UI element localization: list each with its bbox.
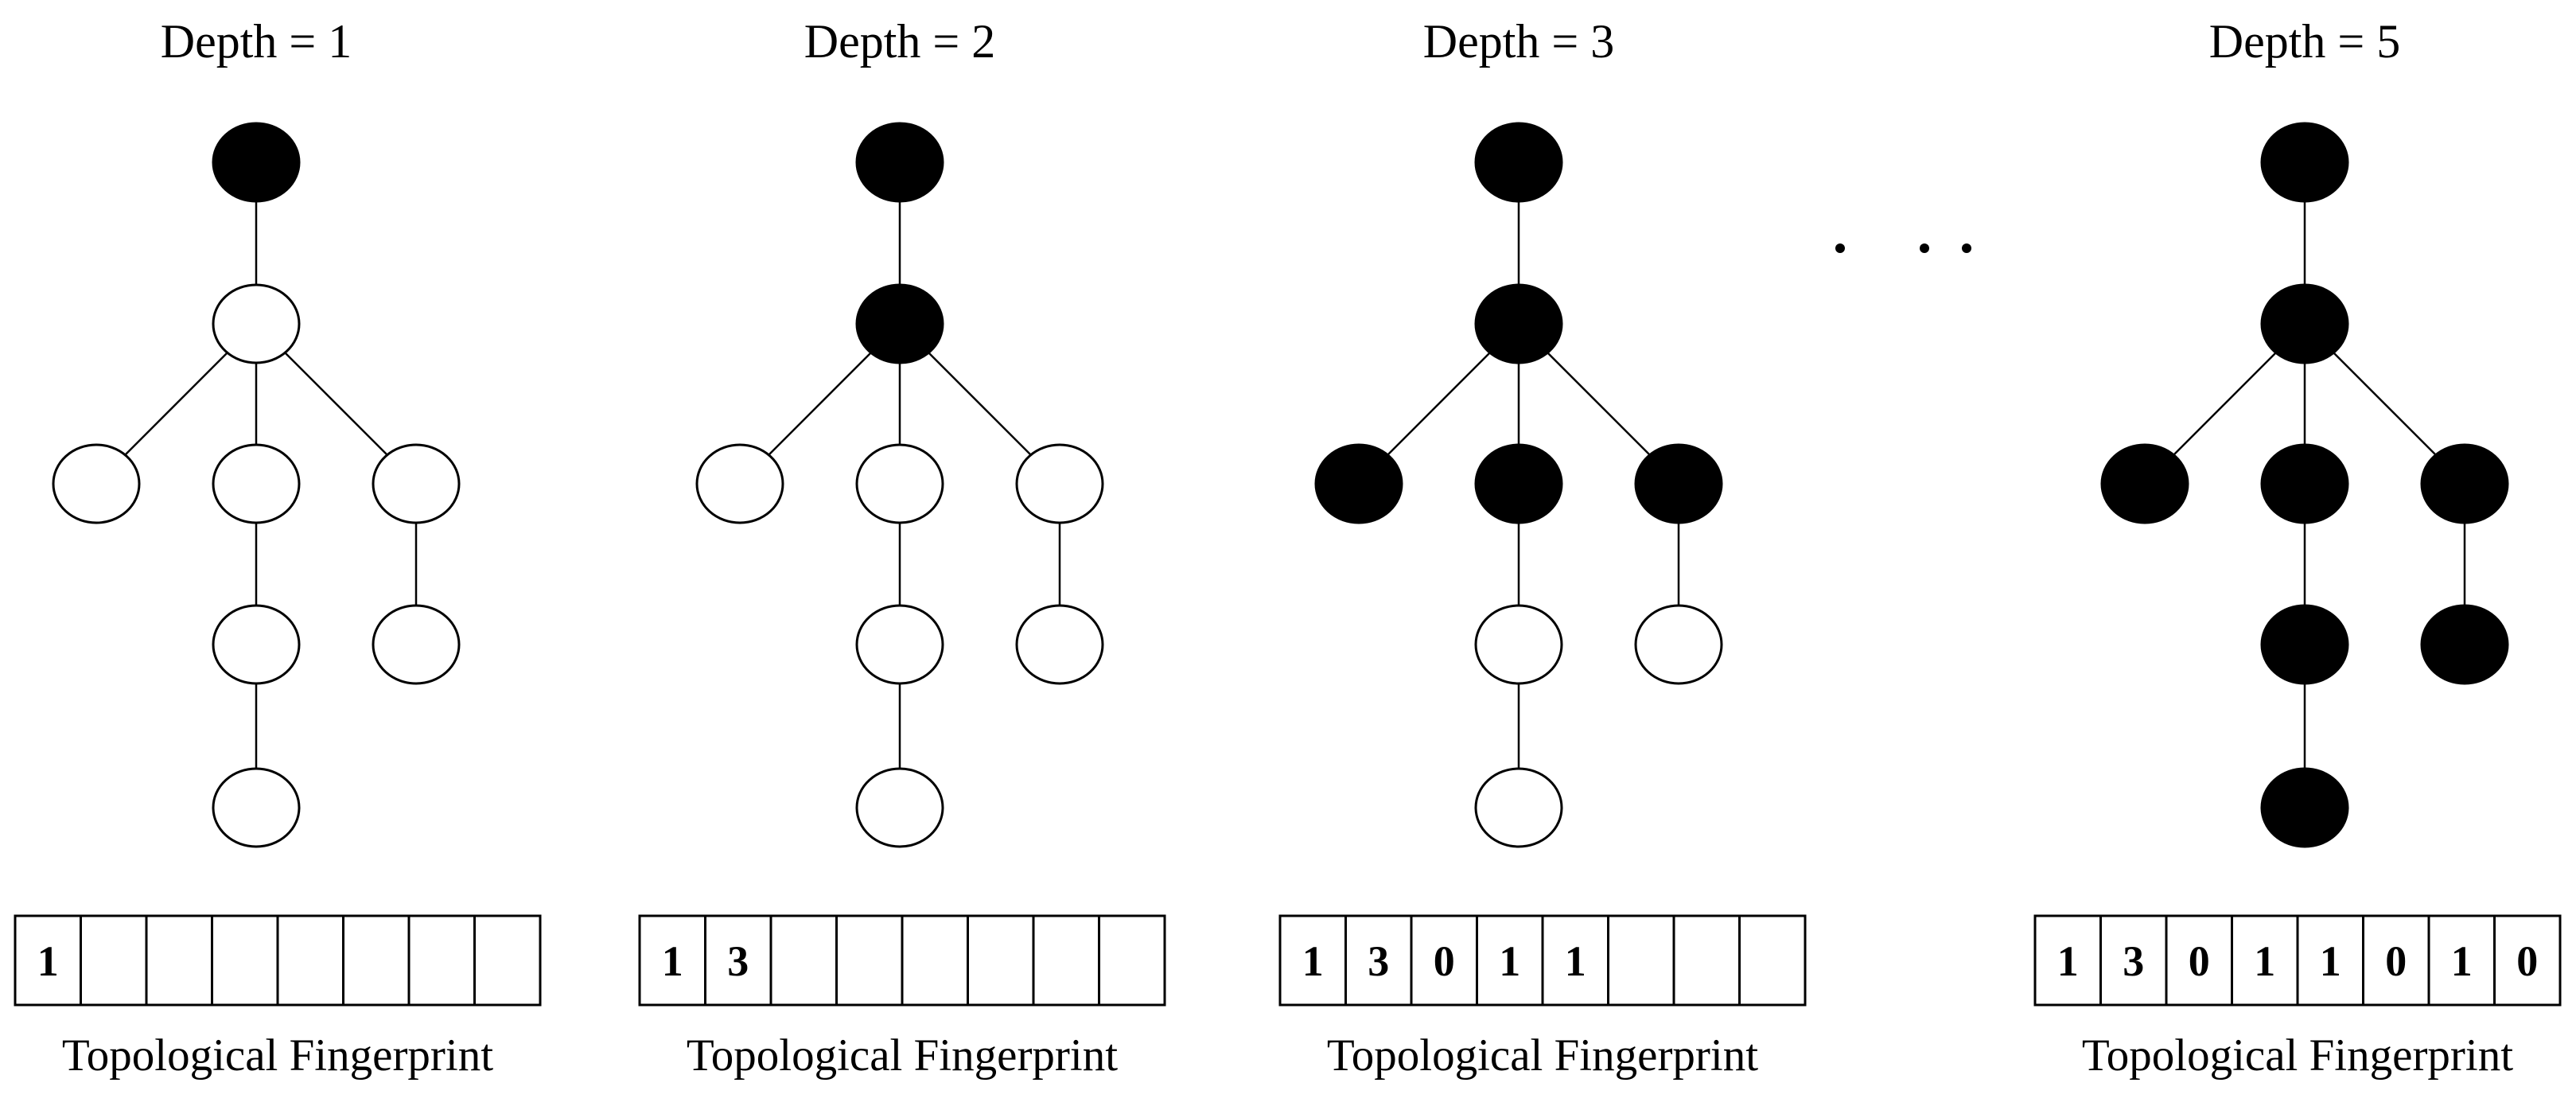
panel-title: Depth = 3	[1423, 15, 1614, 68]
fingerprint-label: Topological Fingerprint	[62, 1030, 493, 1081]
fingerprint-cell	[1032, 914, 1100, 1007]
fingerprint-cell-value: 1	[2057, 937, 2079, 985]
tree-node-filled	[2420, 604, 2509, 685]
fingerprint-cell-value: 1	[37, 937, 59, 985]
tree-node-filled	[2260, 443, 2349, 524]
tree-node-filled	[1474, 283, 1563, 364]
fingerprint-cell	[835, 914, 904, 1007]
fingerprint-cell	[2427, 914, 2496, 1007]
fingerprint-cell-value: 0	[2385, 937, 2407, 985]
fingerprint-cell	[407, 914, 476, 1007]
tree-node-filled	[212, 122, 301, 203]
fingerprint-array: 1	[14, 914, 542, 1007]
tree-node-empty	[855, 443, 944, 524]
fingerprint-cell	[342, 914, 411, 1007]
tree-node-empty	[212, 767, 301, 848]
tree-node-empty	[212, 443, 301, 524]
fingerprint-cell-value: 1	[1565, 937, 1586, 985]
tree-node-filled	[2260, 283, 2349, 364]
tree-node-empty	[372, 443, 461, 524]
tree-node-empty	[1474, 604, 1563, 685]
tree-node-empty	[1474, 767, 1563, 848]
tree-node-empty	[212, 283, 301, 364]
fingerprint-cell-value: 0	[1434, 937, 1455, 985]
tree-node-filled	[2260, 604, 2349, 685]
fingerprint-cell	[1278, 914, 1347, 1007]
fingerprint-cell	[2033, 914, 2102, 1007]
tree-node-empty	[695, 443, 784, 524]
tree-node-filled	[855, 122, 944, 203]
fingerprint-cell-value: 0	[2189, 937, 2210, 985]
fingerprint-cell	[276, 914, 344, 1007]
fingerprint-cell	[473, 914, 542, 1007]
fingerprint-cell	[1672, 914, 1741, 1007]
tree-node-empty	[1015, 443, 1104, 524]
fingerprint-cell	[1410, 914, 1478, 1007]
fingerprint-cell	[2362, 914, 2430, 1007]
fingerprint-cell-value: 3	[1368, 937, 1389, 985]
fingerprint-cell-value: 1	[662, 937, 683, 985]
ellipsis-dot	[1835, 243, 1845, 253]
fingerprint-cell-value: 3	[2123, 937, 2144, 985]
tree-node-filled	[1474, 122, 1563, 203]
fingerprint-label: Topological Fingerprint	[687, 1030, 1118, 1081]
tree-node-empty	[855, 767, 944, 848]
fingerprint-cell	[967, 914, 1035, 1007]
fingerprint-cell	[769, 914, 838, 1007]
fingerprint-cell-value: 3	[727, 937, 749, 985]
tree-node-filled	[1474, 443, 1563, 524]
tree-node-empty	[1015, 604, 1104, 685]
fingerprint-cell-value: 1	[2254, 937, 2275, 985]
tree-node-filled	[2420, 443, 2509, 524]
fingerprint-cell	[1607, 914, 1675, 1007]
ellipsis-dot	[1920, 243, 1929, 253]
panel-title: Depth = 1	[161, 15, 352, 68]
fingerprint-cell	[2165, 914, 2233, 1007]
fingerprint-cell	[1098, 914, 1166, 1007]
tree-node-empty	[855, 604, 944, 685]
fingerprint-cell-value: 1	[1499, 937, 1520, 985]
fingerprint-cell-value: 1	[2451, 937, 2473, 985]
ellipsis-dot	[1962, 243, 1971, 253]
fingerprint-cell-value: 0	[2516, 937, 2538, 985]
tree-node-empty	[212, 604, 301, 685]
tree-node-empty	[1634, 604, 1723, 685]
tree-node-filled	[2100, 443, 2189, 524]
fingerprint-cell	[1344, 914, 1413, 1007]
ellipsis	[1835, 243, 1971, 253]
fingerprint-cell	[2493, 914, 2562, 1007]
fingerprint-cell-value: 1	[1302, 937, 1324, 985]
fingerprint-cell	[14, 914, 82, 1007]
fingerprint-label: Topological Fingerprint	[1327, 1030, 1758, 1081]
fingerprint-cell	[901, 914, 969, 1007]
fingerprint-label: Topological Fingerprint	[2082, 1030, 2513, 1081]
tree-node-filled	[1314, 443, 1403, 524]
fingerprint-cell	[211, 914, 279, 1007]
fingerprint-cell	[1541, 914, 1609, 1007]
tree-node-filled	[1634, 443, 1723, 524]
tree-node-empty	[372, 604, 461, 685]
fingerprint-cell	[1738, 914, 1807, 1007]
tree-node-filled	[2260, 767, 2349, 848]
fingerprint-cell-value: 1	[2320, 937, 2341, 985]
panel-title: Depth = 5	[2209, 15, 2400, 68]
fingerprint-cell	[80, 914, 148, 1007]
tree-node-filled	[855, 283, 944, 364]
panel-title: Depth = 2	[804, 15, 995, 68]
tree-node-empty	[52, 443, 141, 524]
tree-node-filled	[2260, 122, 2349, 203]
fingerprint-cell	[2099, 914, 2168, 1007]
fingerprint-cell	[145, 914, 213, 1007]
